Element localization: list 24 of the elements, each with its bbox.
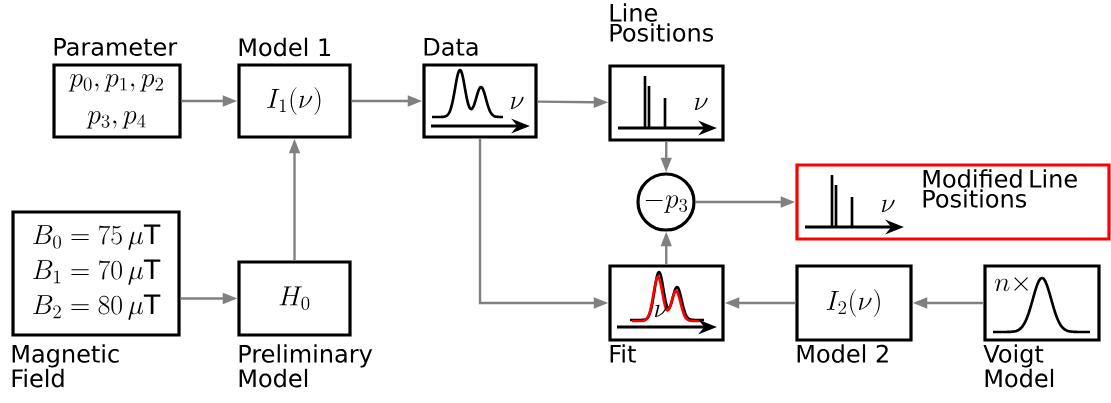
box-caption: Fit <box>610 344 636 363</box>
box-label: Modified Line Positions <box>923 169 1077 208</box>
formula: $p_0, p_1, p_2$ <box>68 74 163 92</box>
formula: $B_2 = 80\,\mathrm{\mu T}$ <box>33 294 161 320</box>
formula: $I_2(\nu)$ <box>826 289 880 317</box>
formula: $B_0 = 75\,\mathrm{\mu T}$ <box>33 224 161 250</box>
box-heading: Data <box>424 38 478 56</box>
box-caption: Magnetic Field <box>12 344 119 388</box>
box-heading: Parameter <box>54 38 178 56</box>
axis-label: $\nu$ <box>881 199 895 212</box>
formula: $n\times$ <box>994 277 1028 292</box>
box-caption: Preliminary Model <box>239 344 373 388</box>
formula: $H_0$ <box>279 286 310 310</box>
formula: $p_3, p_4$ <box>86 111 146 129</box>
axis-label: $\nu$ <box>694 97 708 110</box>
box-heading: Model 1 <box>239 37 330 57</box>
formula: $I_1(\nu)$ <box>267 87 321 115</box>
box-caption: Model 2 <box>797 344 888 363</box>
box-caption: Voigt Model <box>983 344 1054 388</box>
box-heading: Line Positions <box>610 3 714 42</box>
formula: $B_1 = 70\,\mathrm{\mu T}$ <box>33 259 161 285</box>
axis-label: $\nu$ <box>510 96 524 109</box>
axis-label: $\nu$ <box>654 304 668 317</box>
formula: $-p_3$ <box>645 195 688 213</box>
